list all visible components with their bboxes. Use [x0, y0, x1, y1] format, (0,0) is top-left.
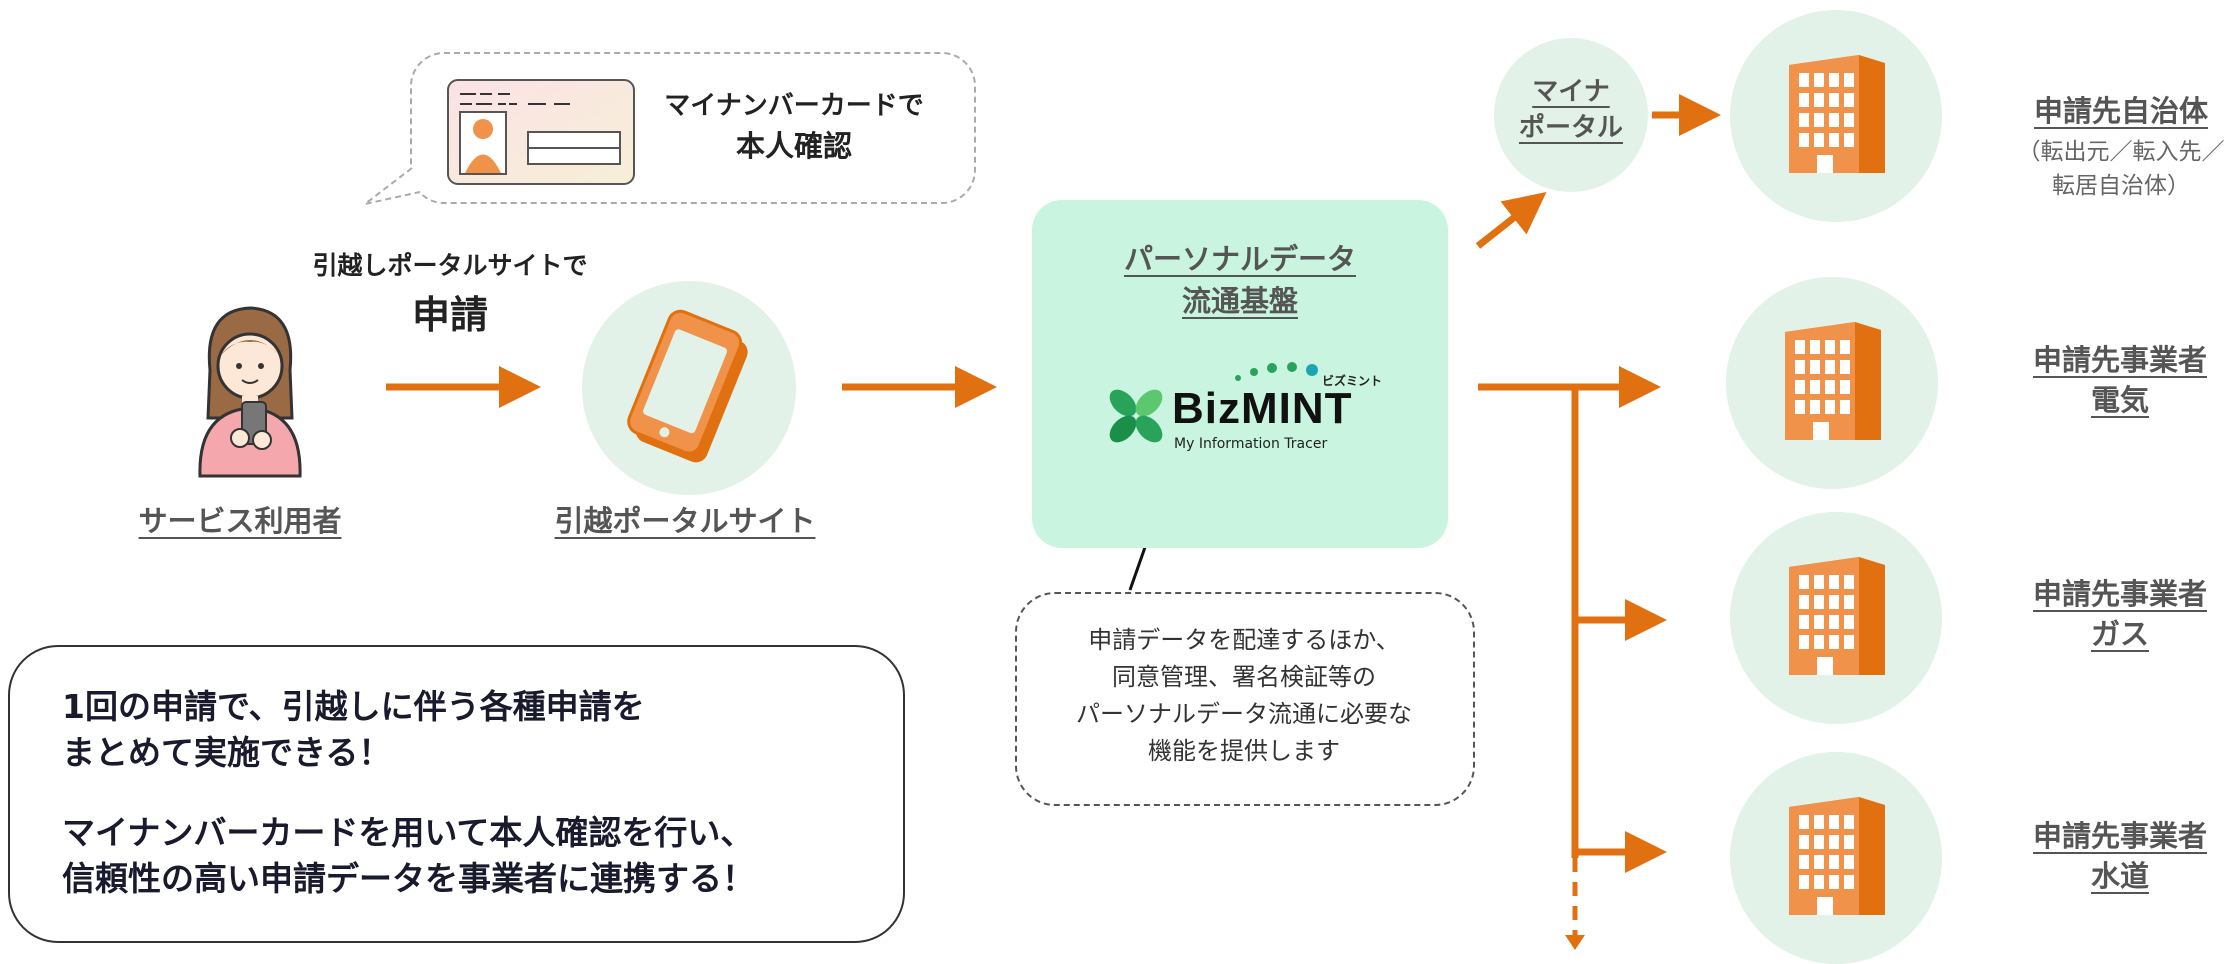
summary-line1: 1回の申請で、引越しに伴う各種申請を — [62, 687, 645, 726]
electric-company-building-icon — [1785, 322, 1881, 440]
municipality-sub-line2: 転居自治体） — [2052, 173, 2190, 199]
id-card-caption-line1: マイナンバーカードで — [664, 91, 924, 121]
bizmint-logo-tagline: My Information Tracer — [1174, 436, 1328, 452]
platform-note-line3: パーソナルデータ流通に必要な — [1076, 700, 1412, 728]
gas-label-line1: 申請先事業者 — [2032, 577, 2207, 611]
bubble-tail — [364, 167, 421, 205]
gas-label-line2: ガス — [2090, 617, 2149, 651]
platform-title-line1: パーソナルデータ — [1123, 242, 1356, 276]
arrow-platform-to-myna — [1475, 191, 1547, 249]
summary-line2: まとめて実施できる！ — [62, 733, 392, 772]
myna-portal-line1: マイナ — [1532, 77, 1610, 107]
water-company-building-icon — [1789, 797, 1885, 915]
platform-title-line2: 流通基盤 — [1181, 284, 1298, 318]
electric-label-line1: 申請先事業者 — [2032, 343, 2207, 377]
platform-note-line1: 申請データを配達するほか、 — [1088, 626, 1400, 654]
bizmint-logo-text: BizMINT — [1172, 384, 1353, 433]
platform-note-line4: 機能を提供します — [1148, 737, 1340, 765]
platform-note — [1015, 592, 1475, 806]
bizmint-logo-kana: ビズミント — [1322, 374, 1383, 388]
bizmint-dots-icon — [1235, 362, 1318, 381]
user-label: サービス利用者 — [138, 504, 342, 538]
summary-line3: マイナンバーカードを用いて本人確認を行い、 — [62, 813, 754, 852]
water-label-line2: 水道 — [2090, 859, 2149, 893]
user-person-icon — [198, 306, 302, 478]
distribution-trunk — [1478, 366, 1661, 950]
gas-company-building-icon — [1789, 557, 1885, 675]
my-number-card-icon — [447, 79, 635, 185]
portal-site-label: 引越ポータルサイト — [554, 504, 816, 538]
water-label-line1: 申請先事業者 — [2032, 819, 2207, 853]
electric-label-line2: 電気 — [2090, 383, 2149, 417]
apply-note-line1: 引越しポータルサイトで — [312, 251, 588, 280]
apply-note-line2: 申請 — [411, 293, 488, 337]
platform-box — [1032, 200, 1448, 548]
myna-portal-line2: ポータル — [1518, 113, 1623, 143]
municipality-sub-line1: （転出元／転入先／ — [2017, 139, 2225, 165]
municipality-label: 申請先自治体 — [2033, 94, 2208, 128]
smartphone-icon — [627, 309, 748, 463]
platform-note-line2: 同意管理、署名検証等の — [1112, 663, 1376, 691]
myna-portal-circle — [1494, 38, 1648, 192]
id-card-caption-line2: 本人確認 — [735, 129, 852, 163]
summary-line4: 信頼性の高い申請データを事業者に連携する！ — [62, 859, 755, 898]
municipality-building-icon — [1789, 55, 1885, 173]
bizmint-leaf-icon — [1109, 389, 1163, 443]
summary-box — [8, 645, 905, 943]
